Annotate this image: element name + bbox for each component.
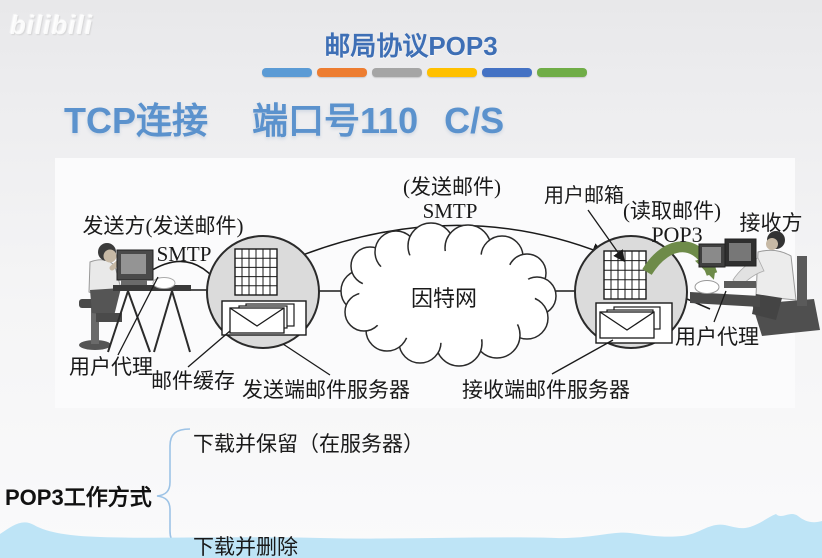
sender-caption-label: 发送方(发送邮件) (83, 214, 244, 238)
internet-label: 因特网 (411, 286, 477, 311)
mail-cache-pointer (187, 330, 231, 368)
user-mailbox-label: 用户邮箱 (544, 184, 624, 207)
user-agent-right-label: 用户代理 (675, 325, 759, 349)
mail-queue-grid (234, 248, 278, 296)
bilibili-watermark: bilibili (10, 10, 94, 40)
accent-dash (482, 68, 532, 77)
sending-server-label: 发送端邮件服务器 (242, 378, 410, 402)
relay-caption-label: (发送邮件) (403, 175, 501, 199)
relay-smtp-label: SMTP (423, 199, 478, 223)
accent-dash (262, 68, 312, 77)
user-mailbox-pointer (587, 209, 625, 263)
accent-dash (317, 68, 367, 77)
page-title: 邮局协议POP3 (324, 31, 498, 61)
pop3-label: POP3 (651, 222, 702, 247)
receiving-server-pointer (551, 339, 614, 375)
subtitle-tcp: TCP连接 (64, 100, 209, 141)
user-agent-right-pointer (713, 290, 727, 323)
mail-cache-box (221, 300, 307, 336)
subtitle: TCP连接 端口号110 C/S (64, 92, 504, 144)
sender-smtp-label: SMTP (157, 242, 212, 266)
received-mail-box (595, 302, 673, 344)
user-agent-left-label: 用户代理 (69, 355, 153, 379)
sending-server-pointer (282, 343, 331, 376)
internet-cloud: 因特网 (340, 222, 557, 367)
footer-wave (0, 514, 822, 558)
pop3-modes-heading: POP3工作方式 (5, 485, 152, 510)
accent-dash (372, 68, 422, 77)
right-user-agent-workstation (690, 231, 820, 336)
pop3-mode-delete: 下载并删除 (193, 535, 298, 558)
modes-brace (156, 428, 191, 548)
sending-mail-server (206, 235, 320, 349)
accent-dashes (262, 68, 587, 77)
read-caption-label: (读取邮件) (623, 199, 721, 223)
mail-cache-label: 邮件缓存 (151, 369, 235, 393)
user-mailbox-grid (603, 250, 647, 300)
label-pointer-lines (117, 209, 727, 376)
receiving-server-label: 接收端邮件服务器 (462, 378, 630, 402)
accent-dash (427, 68, 477, 77)
smtp-relay-arc (284, 224, 606, 263)
accent-dash (537, 68, 587, 77)
receiver-caption-label: 接收方 (740, 211, 803, 235)
pop3-mode-keep: 下载并保留（在服务器） (193, 432, 424, 456)
subtitle-port: 端口号110 (252, 100, 419, 141)
subtitle-cs: C/S (444, 100, 505, 141)
user-agent-left-pointer (117, 276, 159, 356)
